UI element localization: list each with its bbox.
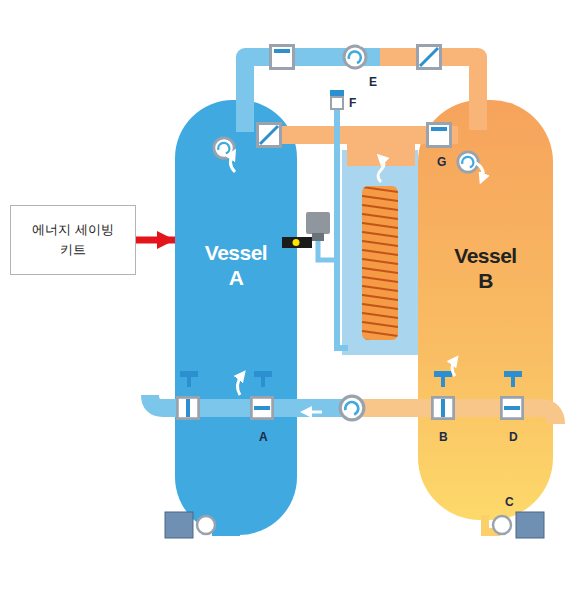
vessel-a-body — [175, 100, 297, 535]
sensor-neck — [312, 233, 324, 241]
rotary-valve — [458, 152, 478, 172]
dew-point-sensor — [306, 212, 330, 234]
valve-disc — [260, 126, 278, 144]
bottom-valve-a — [251, 397, 272, 418]
bottom-valve-b — [432, 397, 453, 418]
flow-arrow — [360, 28, 365, 46]
callout-box: 에너지 세이빙 키트 — [10, 205, 136, 275]
valve-letter: B — [439, 431, 448, 443]
square-valve — [418, 46, 441, 69]
drain-filter-a — [165, 512, 193, 538]
top-pipe-left — [245, 57, 390, 132]
valve-letter: F — [349, 97, 356, 109]
flow-arrow — [306, 411, 322, 414]
valve-letter: C — [505, 496, 514, 508]
square-valve-g — [428, 124, 451, 147]
flow-arrow — [476, 163, 483, 179]
valve-disc — [420, 48, 438, 66]
flow-arrow — [230, 154, 235, 172]
valve-disc — [431, 127, 447, 131]
heater-coil — [362, 186, 398, 340]
bottom-valve — [177, 397, 198, 418]
flow-arrow — [378, 158, 384, 182]
sensor-led — [293, 239, 300, 246]
valve-disc — [254, 406, 270, 410]
vessel-label: Vessel A — [205, 240, 267, 551]
callout-text: 에너지 세이빙 키트 — [27, 220, 119, 260]
drain-valve-a — [197, 516, 215, 534]
valve-letter: E — [369, 76, 377, 88]
valve-disc — [441, 399, 445, 417]
valve-letter: A — [259, 431, 268, 443]
valve-f — [331, 97, 343, 109]
valve-disc — [274, 49, 290, 53]
valve-disc — [186, 399, 190, 417]
sensor-pipe — [318, 240, 334, 260]
rotary-valve — [340, 396, 364, 420]
vessel-label: Vessel B — [454, 243, 516, 536]
valve-disc — [504, 406, 520, 410]
purge-pipe — [337, 110, 348, 348]
drain-valve-c — [493, 516, 511, 534]
valve-letter: D — [509, 431, 518, 443]
rotary-valve-e — [344, 46, 366, 68]
vessel-a: Vessel A — [175, 100, 297, 551]
sensor-probe — [282, 237, 312, 248]
vessel-b-body — [418, 100, 553, 520]
valve-actuator — [254, 371, 272, 387]
valve-f-actuator — [330, 90, 344, 96]
flow-arrow — [452, 360, 455, 376]
bottom-valve-d — [501, 397, 522, 418]
valve-actuator — [434, 371, 452, 387]
callout-arrow — [136, 237, 175, 244]
flow-arrow — [237, 375, 242, 395]
valve-actuator — [180, 371, 198, 387]
square-valve — [271, 46, 294, 69]
drain-filter-b — [516, 512, 544, 538]
square-valve — [258, 124, 281, 147]
valve-letter: G — [437, 156, 446, 168]
valve-actuator — [504, 371, 522, 387]
heater-housing — [342, 150, 418, 355]
